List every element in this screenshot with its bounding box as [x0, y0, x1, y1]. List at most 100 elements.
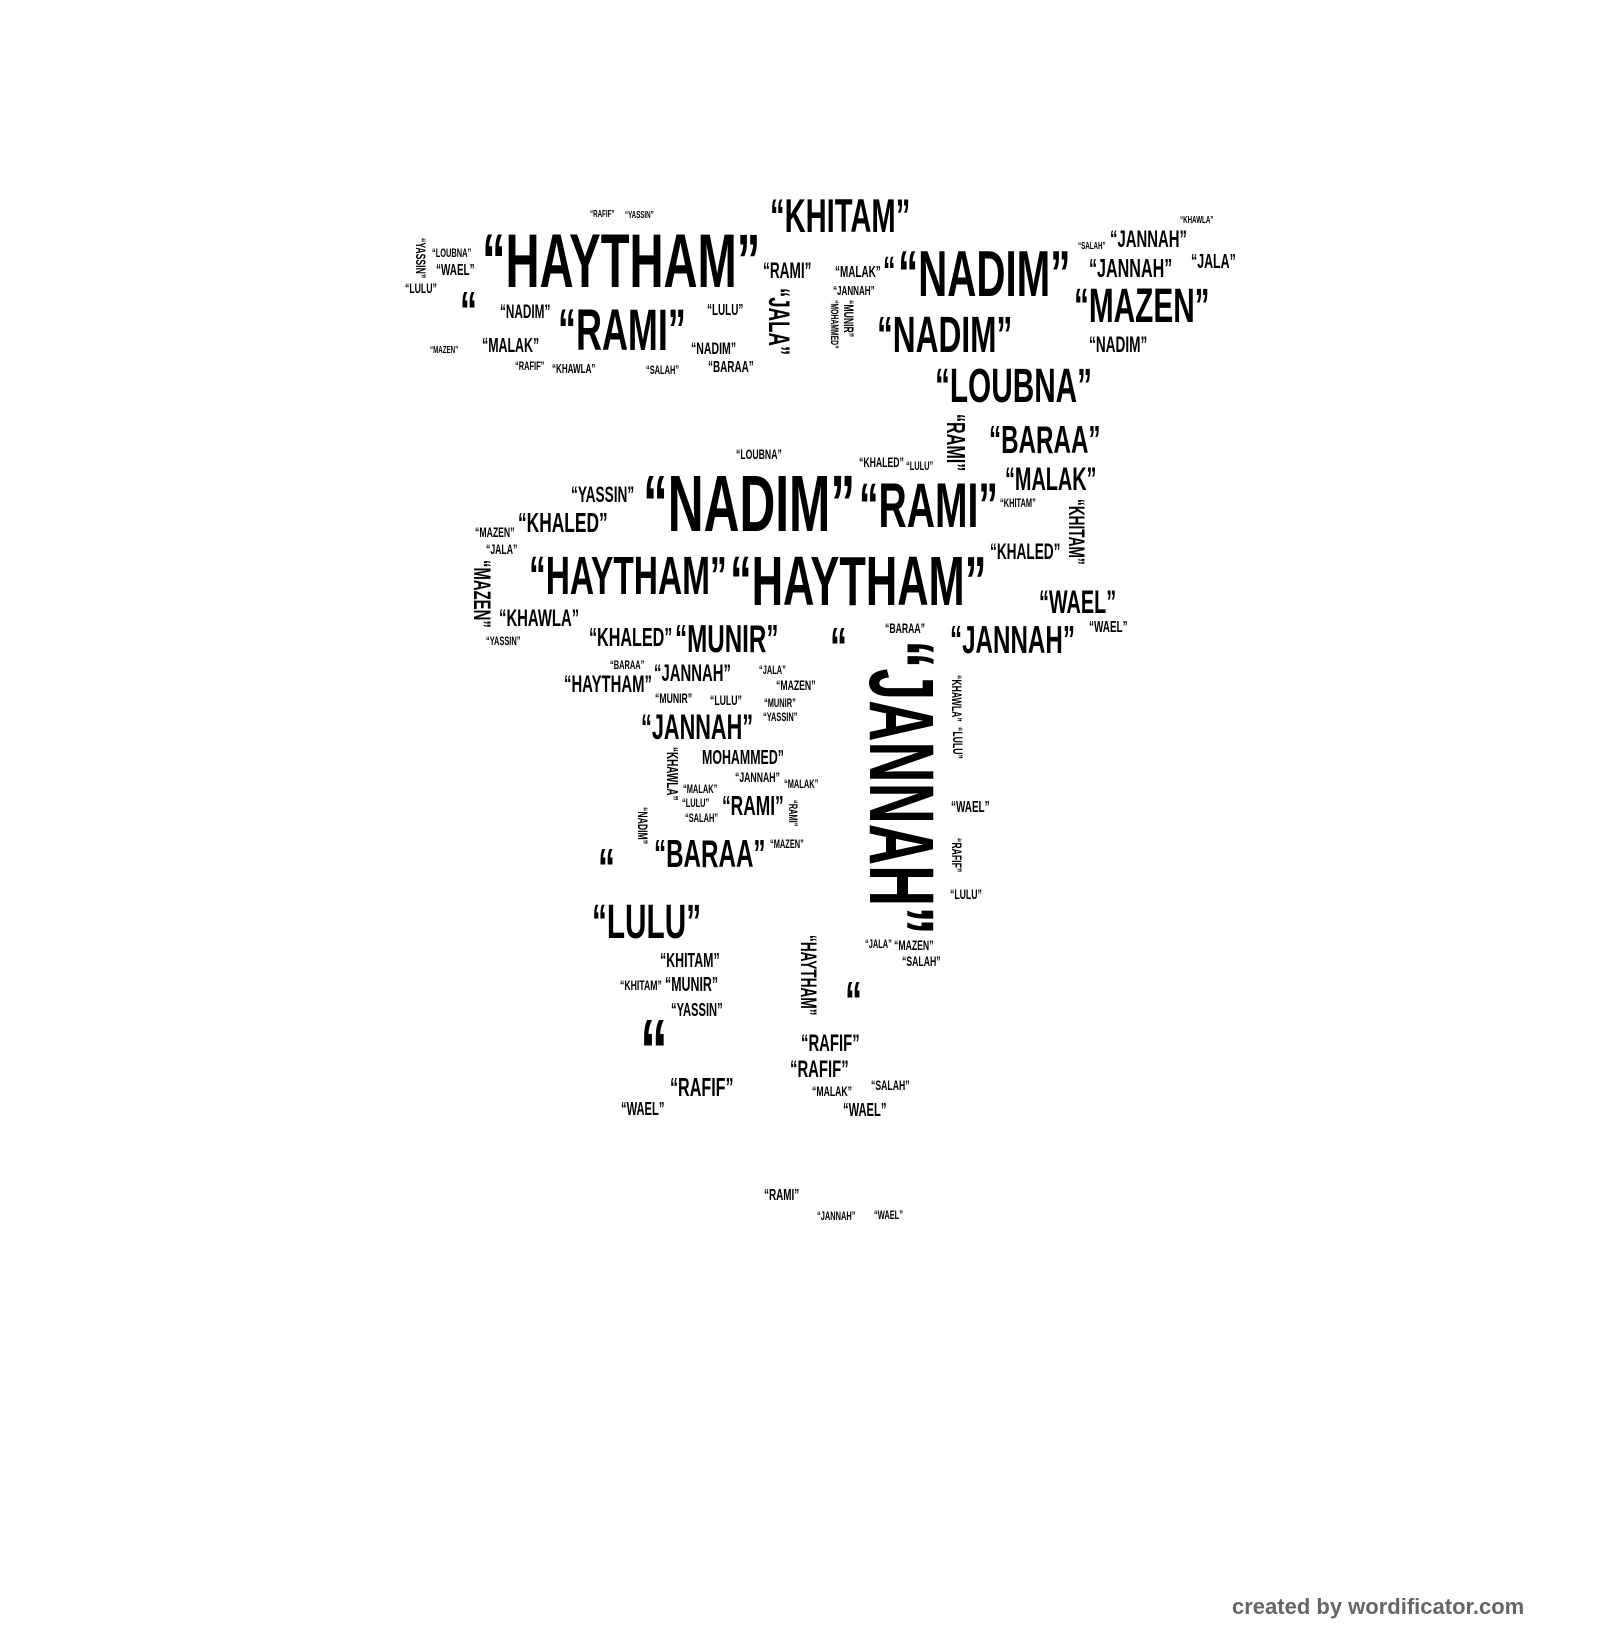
cloud-word: “YASSIN” [625, 210, 654, 221]
cloud-word: “MUNIR” [675, 618, 779, 662]
cloud-word: “JALA” [761, 288, 795, 356]
cloud-word: “JANNAH” [950, 619, 1075, 663]
cloud-word: “RAMI” [859, 471, 998, 542]
cloud-word: “HAYTHAM” [564, 671, 652, 699]
cloud-word: “LULU” [707, 301, 744, 319]
cloud-word: “SALAH” [646, 362, 680, 377]
cloud-word: “HAYTHAM” [482, 218, 761, 304]
cloud-word: “KHAWLA” [949, 675, 966, 722]
cloud-word: “MALAK” [812, 1083, 853, 1100]
cloud-word: “BARAA” [885, 620, 926, 637]
cloud-word: “JANNAH” [817, 1208, 856, 1223]
quote-mark: “ [845, 970, 863, 1032]
quote-mark: “ [830, 616, 848, 678]
cloud-word: “KHALED” [518, 507, 608, 539]
cloud-word: “SALAH” [685, 810, 719, 825]
cloud-word: “KHALED” [990, 538, 1061, 564]
cloud-word: “YASSIN” [763, 709, 798, 724]
cloud-word: “LOUBNA” [935, 360, 1093, 414]
cloud-word: MOHAMMED” [702, 747, 784, 769]
cloud-word: “KHALED” [589, 621, 673, 652]
cloud-word: “YASSIN” [413, 238, 430, 279]
cloud-word: “MUNIR” [665, 974, 719, 996]
cloud-word: “YASSIN” [486, 633, 521, 648]
cloud-word: “JALA” [486, 541, 518, 558]
cloud-word: “JANNAH” [833, 283, 875, 299]
cloud-word: “KHAWLA” [1180, 215, 1214, 226]
cloud-word: “NADIM” [635, 807, 652, 845]
cloud-word: “MALAK” [1005, 460, 1097, 497]
cloud-word: “KHALED” [859, 454, 904, 471]
cloud-word: “WAEL” [1039, 583, 1117, 620]
cloud-word: “MUNIR” [841, 300, 858, 338]
cloud-word: “WAEL” [436, 261, 475, 279]
cloud-word: “RAFIF” [801, 1030, 860, 1058]
cloud-word: “LULU” [682, 795, 710, 810]
cloud-word: “LULU” [950, 727, 967, 759]
quote-mark: “ [640, 1002, 668, 1102]
cloud-word: “LULU” [950, 886, 982, 903]
cloud-word: “KHITAM” [1063, 499, 1089, 565]
credit-footer: created by wordificator.com [1232, 1594, 1525, 1619]
cloud-word: “BARAA” [989, 419, 1101, 463]
cloud-word: “MALAK” [683, 781, 718, 796]
cloud-word: “MUNIR” [655, 690, 693, 707]
cloud-word: “LULU” [405, 280, 437, 297]
cloud-word: “NADIM” [877, 305, 1013, 363]
cloud-word: “RAMI” [722, 790, 784, 822]
cloud-word: “NADIM” [691, 338, 737, 358]
cloud-word: “KHAWLA” [499, 605, 580, 633]
cloud-word: “MAZEN” [430, 345, 459, 356]
cloud-word: “LOUBNA” [432, 245, 472, 260]
cloud-word: “SALAH” [902, 953, 941, 970]
cloud-word: “MAZEN” [467, 560, 495, 628]
cloud-word: “JANNAH” [641, 708, 754, 747]
cloud-word: “JALA” [865, 936, 892, 951]
cloud-word: “MAZEN” [894, 937, 934, 954]
quote-mark: “ [883, 249, 896, 293]
cloud-word: “WAEL” [951, 798, 990, 816]
cloud-word: “MAZEN” [770, 836, 804, 851]
cloud-word: “BARAA” [654, 833, 766, 877]
cloud-word: “MUNIR” [764, 695, 796, 710]
cloud-word: “MALAK” [835, 263, 881, 281]
cloud-word: “JANNAH” [1089, 252, 1173, 283]
cloud-word: “JANNAH” [850, 640, 953, 935]
cloud-word: “KHITAM” [660, 950, 720, 972]
cloud-word: “WAEL” [874, 1207, 903, 1222]
cloud-word: “RAFIF” [590, 209, 615, 220]
cloud-word: “WAEL” [1089, 618, 1128, 636]
cloud-word: “RAFIF” [949, 838, 966, 873]
quote-mark: “ [460, 280, 478, 342]
cloud-word: “KHAWLA” [552, 361, 596, 377]
cloud-word: “YASSIN” [671, 1000, 723, 1021]
cloud-word: “BARAA” [610, 657, 645, 672]
cloud-word: “RAMI” [786, 800, 801, 827]
cloud-word: “NADIM” [898, 237, 1071, 310]
cloud-word: “RAFIF” [670, 1071, 734, 1102]
cloud-word: “NADIM” [500, 302, 551, 324]
cloud-word: “MAZEN” [776, 677, 816, 694]
cloud-word: “WAEL” [843, 1100, 887, 1121]
cloud-word: “LULU” [592, 896, 702, 950]
cloud-word: “HAYTHAM” [795, 935, 821, 1016]
cloud-word: “RAMI” [763, 257, 812, 283]
cloud-word: “KHITAM” [1000, 495, 1036, 510]
cloud-word: “YASSIN” [571, 481, 635, 507]
cloud-word: “LULU” [906, 458, 934, 473]
cloud-word: “KHITAM” [620, 977, 662, 994]
cloud-word: “LULU” [710, 692, 742, 709]
cloud-word: “RAFIF” [790, 1056, 849, 1084]
cloud-word: “RAMI” [558, 298, 686, 364]
cloud-word: “BARAA” [708, 358, 754, 376]
cloud-word: “NADIM” [643, 459, 856, 548]
cloud-word: “JANNAH” [654, 660, 731, 688]
cloud-word: “HAYTHAM” [730, 542, 987, 620]
cloud-word: “SALAH” [1078, 241, 1106, 252]
cloud-word: “NADIM” [1089, 331, 1148, 357]
cloud-word: “MALAK” [482, 335, 540, 357]
cloud-word: “KHITAM” [770, 188, 911, 242]
cloud-word: “MAZEN” [1074, 280, 1210, 334]
cloud-word: “LOUBNA” [736, 446, 782, 463]
